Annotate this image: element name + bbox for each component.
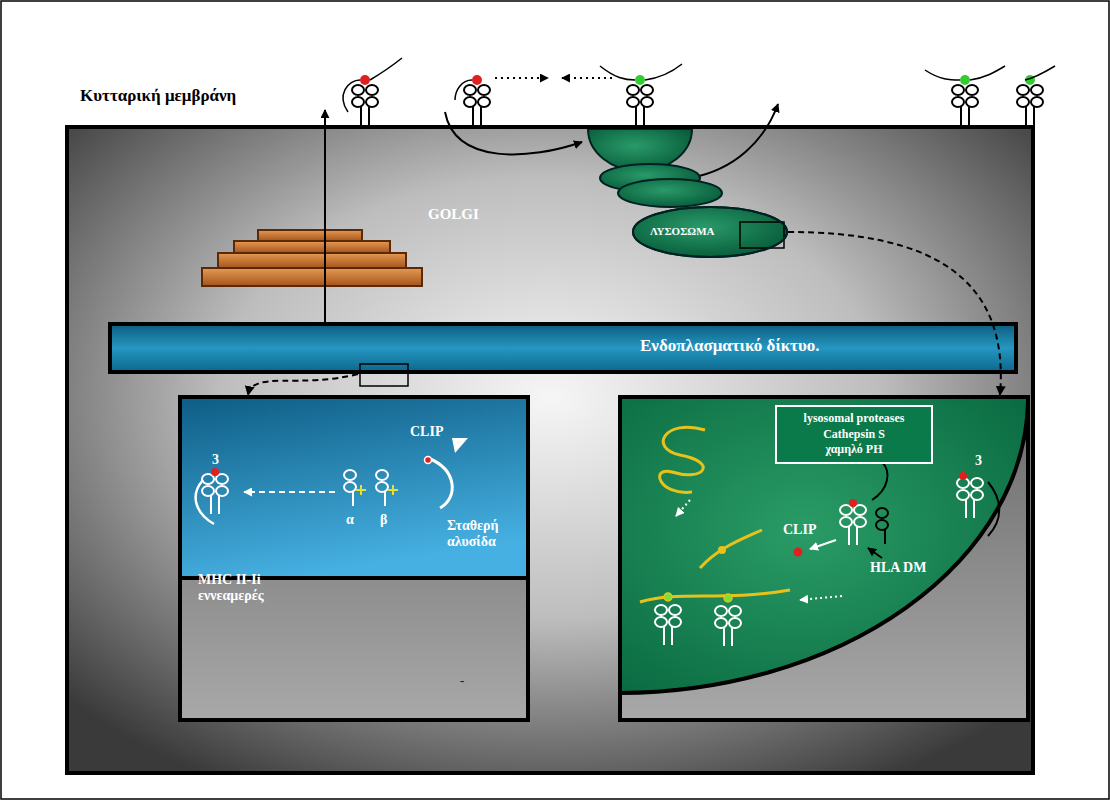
node-label: Cathepsin S (787, 427, 921, 443)
endocytosis-arrow (445, 112, 582, 154)
lysosome-ellipse: ΛΥΣΟΣΩΜΑ (632, 206, 788, 258)
stray-mark: - (460, 674, 464, 689)
exchange-arrow (495, 77, 548, 79)
node-label: Σταθερή αλυσίδα (447, 518, 522, 550)
exchange-arrow (562, 77, 612, 79)
recycling-arrow (690, 104, 778, 178)
lysosome-inset (618, 395, 1030, 722)
zoom-arrow (248, 374, 358, 395)
er-band (108, 322, 1018, 374)
node-label: α (346, 512, 354, 528)
lysosome-stack (588, 129, 787, 257)
secretion-arrow (324, 110, 326, 288)
node-label: β (380, 512, 387, 528)
node-label: MHC II-Ii εννεαμερές (198, 572, 298, 604)
node-label: χαμηλό PH (787, 442, 921, 458)
node-label: 3 (975, 453, 982, 469)
er-band-node: Ενδοπλασματικό δίκτυο. (108, 322, 1018, 374)
node-label: lysosomal proteases (787, 411, 921, 427)
protease-box: lysosomal proteasesCathepsin Sχαμηλό PH (775, 405, 933, 464)
golgi-stack (202, 230, 422, 286)
node-label: HLA DM (870, 560, 926, 576)
node-label: CLIP (410, 424, 443, 440)
er-inset (178, 395, 530, 722)
node-label: 3 (212, 452, 219, 468)
node-label: Κυτταρική μεμβράνη (80, 86, 236, 106)
lysosome-inset-box: 3CLIP HLA DM lysosomal proteasesCathepsin … (618, 395, 1030, 722)
node-label: GOLGI (428, 206, 479, 223)
zoom-box (360, 364, 408, 386)
cytoplasm (65, 125, 1035, 775)
lysosome-outline (633, 207, 787, 257)
cell-membrane-box: Κυτταρική μεμβράνηGOLGIΛΥΣΟΣΩΜΑΕνδοπλασμ… (65, 125, 1035, 775)
transport-line (324, 288, 326, 322)
node-label: CLIP (783, 522, 816, 538)
node-label: Ενδοπλασματικό δίκτυο. (640, 336, 820, 356)
node-label: ΛΥΣΟΣΩΜΑ (650, 225, 715, 238)
er-inset-box: 3 CLIP MHC II-Ii εννεαμερές α β Σταθερή αλυσί… (178, 395, 530, 722)
golgi-node: GOLGI (200, 228, 425, 288)
surface-mhc (343, 58, 1055, 125)
